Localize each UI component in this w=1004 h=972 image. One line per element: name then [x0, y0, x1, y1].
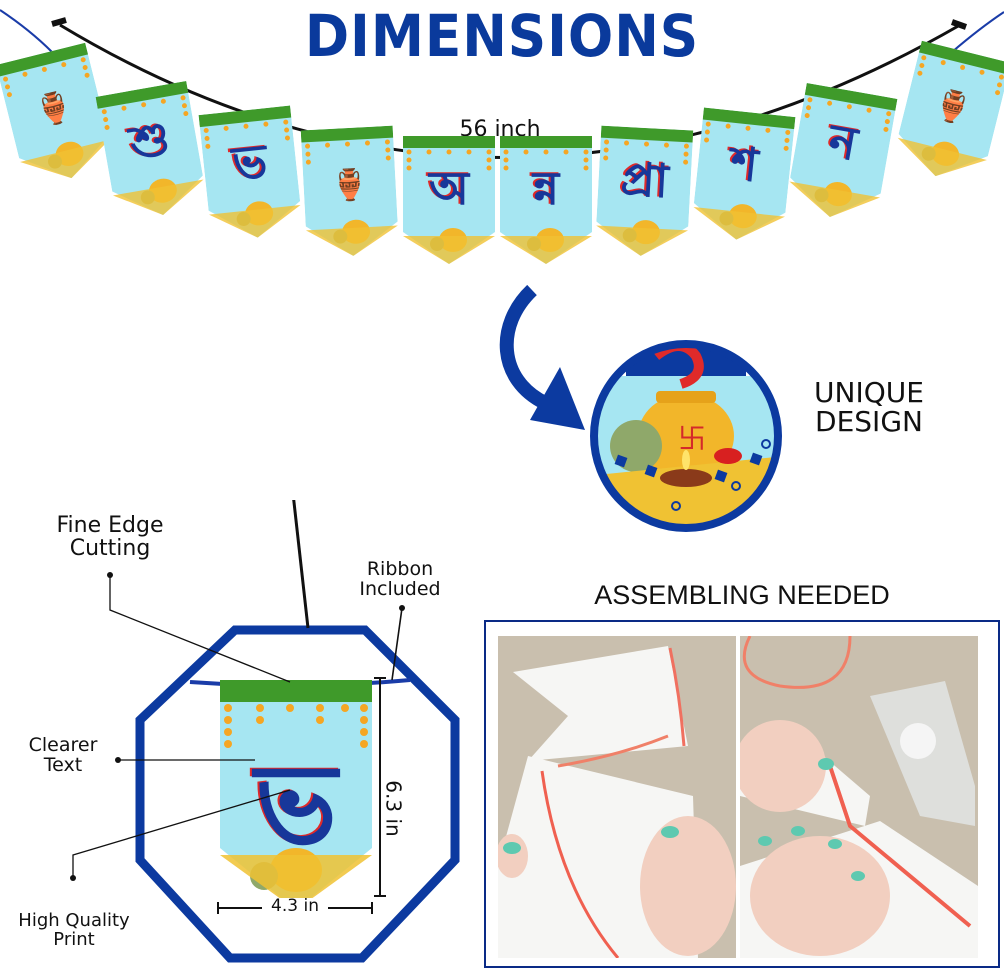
- banner-flag: প্রা: [595, 125, 694, 259]
- banner-flag-letter: প্রা: [619, 151, 670, 209]
- unique-design-label: UNIQUE DESIGN: [794, 378, 944, 437]
- banner-flag: 🏺: [891, 40, 1004, 187]
- banner-flag-letter: শ: [727, 135, 761, 193]
- callout-ribbon: Ribbon Included: [359, 558, 441, 600]
- banner-flag: শ: [691, 107, 796, 245]
- callout-clearer-text: Clearer Text: [28, 734, 98, 776]
- assembly-photo-right: [740, 636, 978, 958]
- unique-line1: UNIQUE: [814, 376, 924, 409]
- banner-flag: 🏺: [0, 42, 116, 189]
- assembly-title: ASSEMBLING NEEDED: [594, 580, 890, 610]
- svg-text:卐: 卐: [678, 422, 706, 455]
- length-label: 56 inch: [459, 117, 541, 142]
- detail-flag-glyph: ভ: [255, 740, 337, 868]
- banner-flag-letter: ন্ন: [532, 161, 560, 215]
- banner-flag: শু: [95, 80, 209, 223]
- page-title: DIMENSIONS: [304, 2, 700, 70]
- detail-flag: ভ: [220, 680, 372, 910]
- unique-design-closeup: 卐: [586, 336, 786, 536]
- banner-flag-letter: শু: [125, 110, 175, 171]
- banner-flag: 🏺: [300, 125, 400, 259]
- assembly-photo-left: [498, 636, 736, 958]
- callout-high-quality-print: High Quality Print: [18, 910, 130, 950]
- width-dimension-label: 4.3 in: [262, 897, 328, 916]
- unique-line2: DESIGN: [815, 405, 923, 439]
- callout-fine-edge: Fine Edge Cutting: [56, 513, 164, 562]
- banner-flag: ন: [785, 82, 898, 225]
- assembly-photo-panel: [484, 620, 1000, 968]
- kalash-icon: 🏺: [330, 167, 370, 204]
- height-dimension-label: 6.3 in: [381, 780, 406, 837]
- banner-flag: ন্ন: [500, 136, 592, 264]
- banner-flag-letter: ভ: [229, 133, 270, 191]
- banner-flag: ভ: [198, 105, 304, 243]
- banner-flag: অ: [403, 136, 495, 264]
- curved-arrow-icon: [499, 285, 585, 430]
- banner-flag-letter: অ: [429, 161, 469, 215]
- banner-flag-letter: ন: [824, 113, 862, 172]
